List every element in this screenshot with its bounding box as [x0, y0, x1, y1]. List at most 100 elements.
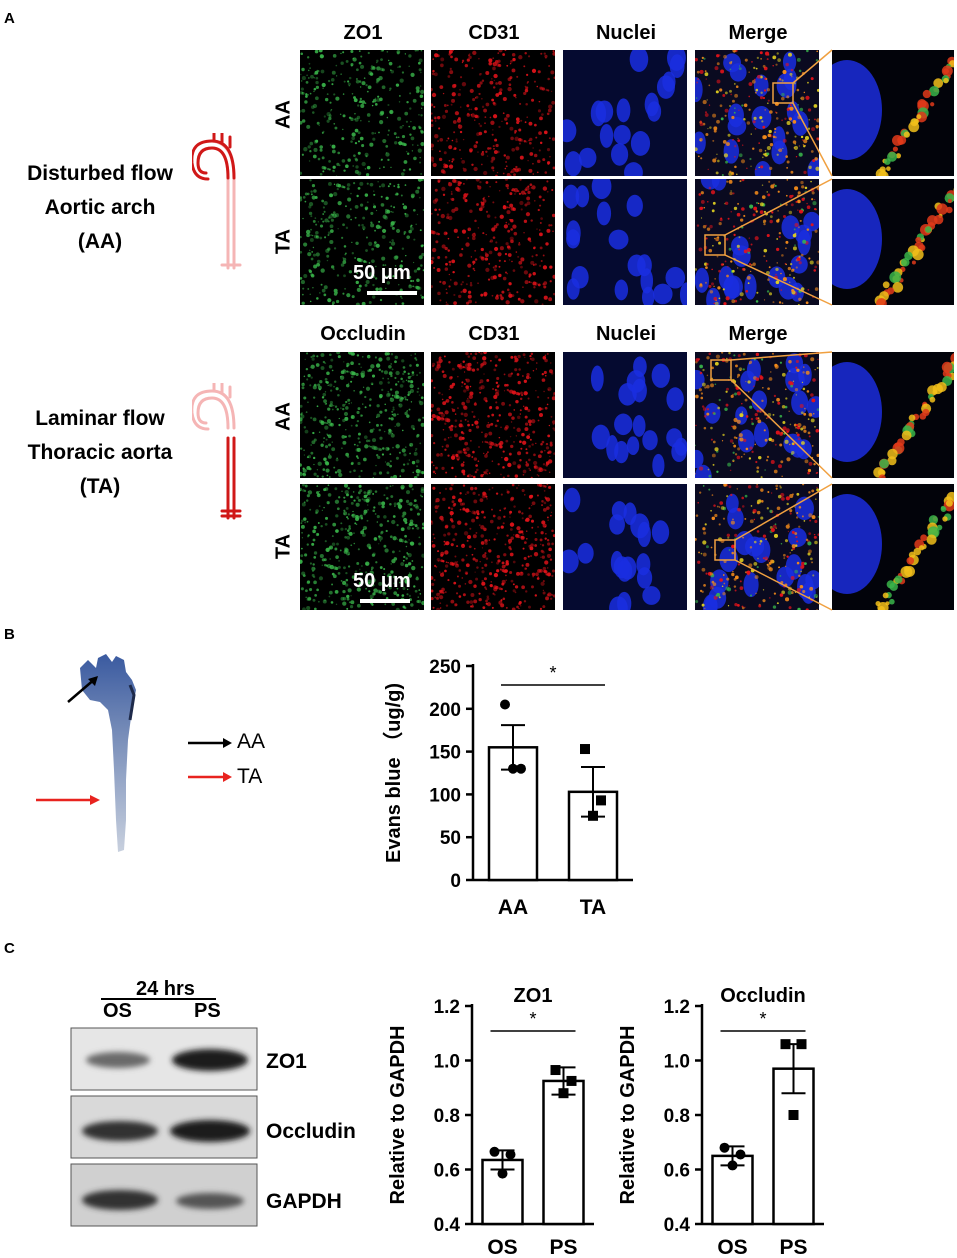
significance-star: *	[529, 1009, 536, 1029]
blot-header-line	[101, 998, 216, 1000]
channel-label-zo1: ZO1	[343, 22, 383, 44]
micrograph-tile	[431, 179, 555, 305]
significance-star: *	[759, 1009, 766, 1029]
row-label-aa-2: AA	[272, 402, 295, 431]
micrograph-tile	[695, 179, 819, 305]
blot-column-ps: PS	[194, 1000, 221, 1022]
blot-row-gapdh: GAPDH	[266, 1190, 342, 1213]
y-tick-label: 1.0	[664, 1052, 690, 1073]
scale-bar-bottom	[360, 599, 410, 603]
scale-bar-top	[367, 291, 417, 295]
micrograph-tile	[431, 352, 555, 478]
western-blot	[70, 1027, 258, 1227]
data-point	[500, 699, 510, 710]
significance-star: *	[549, 663, 556, 683]
x-tick-label: AA	[498, 896, 528, 919]
y-tick-label: 1.2	[664, 997, 690, 1018]
micrograph-tile	[563, 484, 687, 610]
bar	[542, 1079, 585, 1226]
x-tick-label: PS	[549, 1236, 577, 1258]
y-tick-label: 100	[429, 785, 461, 806]
data-point	[497, 1168, 508, 1179]
micrograph-tile	[695, 352, 819, 478]
data-point	[505, 1149, 516, 1160]
micrograph-tile	[832, 50, 954, 176]
row-label-aa: AA	[272, 100, 295, 129]
y-axis-label: Relative to GAPDH	[387, 1026, 409, 1205]
data-point	[588, 810, 598, 821]
scale-bar-label-top: 50 μm	[353, 262, 411, 284]
micrograph-tile	[563, 352, 687, 478]
panel-label-a: A	[4, 10, 15, 27]
x-tick-label: OS	[717, 1236, 747, 1258]
data-point	[558, 1088, 569, 1099]
legend-label-ta: TA	[237, 765, 263, 788]
y-tick-label: 0.4	[664, 1215, 691, 1236]
channel-label-nuclei-2: Nuclei	[595, 323, 657, 345]
x-tick-label: TA	[580, 896, 606, 919]
aorta-tissue-image	[80, 654, 136, 852]
arrow-ta-icon	[36, 795, 100, 805]
data-point	[550, 1065, 561, 1076]
channel-label-nuclei: Nuclei	[595, 22, 657, 44]
data-point	[788, 1110, 799, 1120]
data-point	[508, 763, 518, 774]
micrograph-tile	[300, 50, 424, 176]
y-tick-label: 0.6	[434, 1161, 460, 1182]
y-tick-label: 1.2	[434, 997, 460, 1018]
data-point	[489, 1146, 500, 1157]
y-axis-label: Evans blue （ug/g)	[382, 683, 405, 863]
y-tick-label: 0.8	[664, 1106, 690, 1127]
x-tick-label: OS	[487, 1236, 517, 1258]
panel-label-c: C	[4, 940, 15, 957]
aorta-schematic-thoracic	[192, 383, 242, 520]
y-tick-label: 0.4	[434, 1215, 461, 1236]
y-tick-label: 1.0	[434, 1052, 460, 1073]
micrograph-tile	[832, 179, 954, 305]
y-tick-label: 0.8	[434, 1106, 460, 1127]
data-point	[566, 1075, 577, 1086]
micrograph-tile	[832, 484, 954, 610]
x-tick-label: PS	[779, 1236, 807, 1258]
y-tick-label: 0	[450, 871, 461, 892]
micrograph-tile	[695, 484, 819, 610]
micrograph-tile	[563, 50, 687, 176]
channel-label-merge: Merge	[728, 22, 788, 44]
data-point	[735, 1149, 746, 1160]
channel-label-cd31-2: CD31	[468, 323, 520, 345]
channel-label-cd31: CD31	[468, 22, 520, 44]
blot-row-zo1: ZO1	[266, 1050, 307, 1073]
y-tick-label: 200	[429, 700, 461, 721]
micrograph-tile	[832, 352, 954, 478]
y-axis-label: Relative to GAPDH	[617, 1026, 639, 1205]
micrograph-tile	[431, 484, 555, 610]
arrow-aa-icon	[67, 676, 98, 703]
panel-label-b: B	[4, 626, 15, 643]
y-tick-label: 50	[440, 828, 461, 849]
blot-header: 24 hrs	[136, 978, 195, 1000]
data-point	[796, 1039, 807, 1050]
y-tick-label: 0.6	[664, 1161, 690, 1182]
micrograph-tile	[300, 179, 424, 305]
data-point	[780, 1039, 791, 1050]
chart-title: ZO1	[514, 985, 553, 1007]
blot-column-os: OS	[103, 1000, 132, 1022]
side-label-disturbed: Disturbed flow Aortic arch (AA)	[27, 162, 173, 253]
chart-title: Occludin	[720, 985, 806, 1007]
channel-label-merge-2: Merge	[728, 323, 788, 345]
channel-label-occludin: Occludin	[320, 323, 406, 345]
data-point	[596, 795, 606, 806]
row-label-ta-2: TA	[272, 533, 295, 560]
micrograph-tile	[431, 50, 555, 176]
micrograph-tile	[300, 484, 424, 610]
aorta-schematic-arch	[192, 133, 242, 270]
data-point	[580, 744, 590, 755]
bar	[772, 1067, 815, 1226]
micrograph-tile	[695, 50, 819, 176]
legend-label-aa: AA	[237, 730, 266, 753]
y-tick-label: 150	[429, 743, 461, 764]
row-label-ta: TA	[272, 228, 295, 255]
blot-row-occludin: Occludin	[266, 1120, 356, 1143]
